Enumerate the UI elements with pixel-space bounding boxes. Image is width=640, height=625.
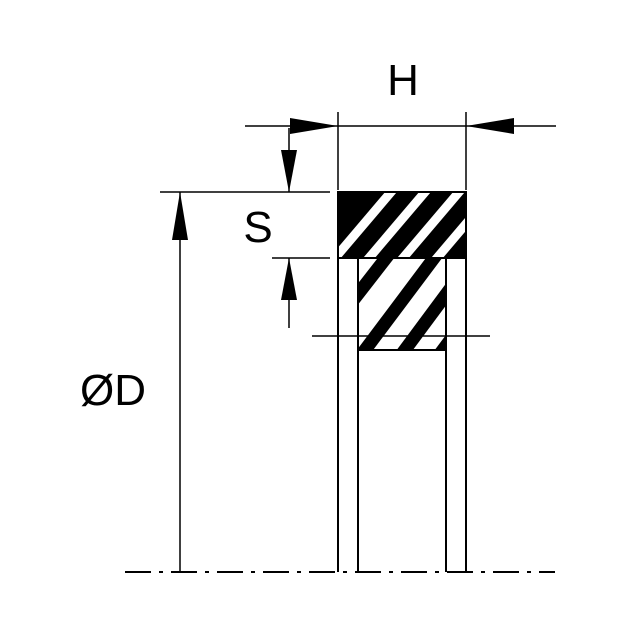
seal-lower-element — [358, 258, 446, 350]
arrowhead-s-bottom — [281, 258, 297, 300]
dimension-label-d: ØD — [80, 366, 146, 415]
arrowhead-h-left — [290, 118, 338, 134]
arrowhead-d-top — [172, 192, 188, 240]
dimension-label-s: S — [243, 203, 272, 252]
dimension-label-h: H — [387, 56, 419, 105]
arrowhead-h-right — [466, 118, 514, 134]
arrowhead-s-top — [281, 150, 297, 192]
groove-walls — [337, 258, 467, 572]
